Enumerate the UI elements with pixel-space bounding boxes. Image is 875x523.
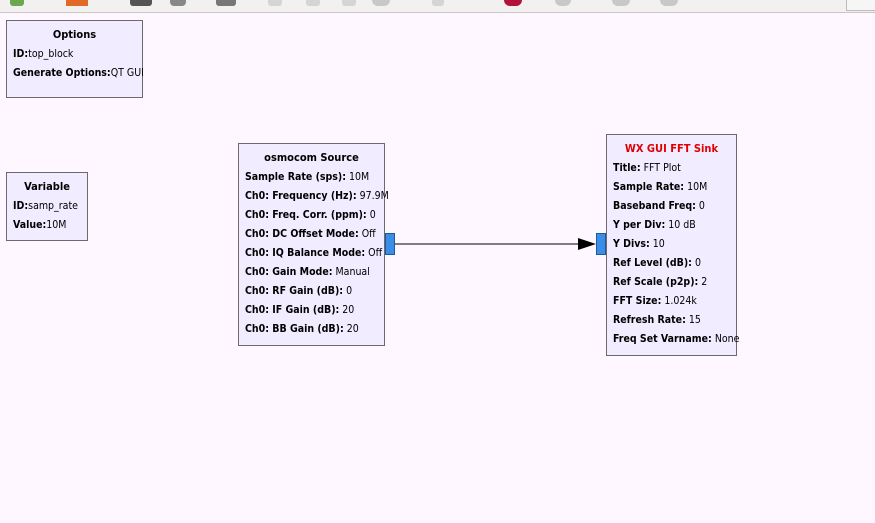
param-value: 0 [694, 257, 701, 269]
flowgraph-canvas[interactable]: Options ID:top_block Generate Options:QT… [0, 12, 875, 523]
param-key: ID: [13, 48, 29, 60]
param-value: 10 dB [668, 219, 696, 231]
param-value: 0 [369, 209, 376, 221]
side-panel-edge [846, 0, 875, 11]
param-value: samp_rate [28, 200, 78, 212]
param-row: Sample Rate: 10M [607, 178, 736, 197]
print-icon[interactable] [170, 0, 186, 6]
param-value: 20 [342, 304, 355, 316]
param-row: Ch0: Freq. Corr. (ppm): 0 [239, 206, 384, 225]
param-key: Value: [13, 219, 47, 231]
block-title: WX GUI FFT Sink [624, 142, 719, 155]
param-value: 97.9M [359, 190, 389, 202]
param-row: Y Divs: 10 [607, 235, 736, 254]
param-key: Y Divs: [613, 238, 650, 250]
param-key: Title: [613, 162, 641, 174]
param-row: Ch0: Gain Mode: Manual [239, 263, 384, 282]
param-key: Generate Options: [13, 67, 111, 79]
execute-icon[interactable] [504, 0, 522, 6]
param-key: Ch0: RF Gain (dB): [245, 285, 344, 297]
save-icon[interactable] [130, 0, 152, 6]
param-key: Ref Level (dB): [613, 257, 692, 269]
param-row: Ch0: IQ Balance Mode: Off [239, 244, 384, 263]
copy-icon[interactable] [216, 0, 236, 6]
param-key: Refresh Rate: [613, 314, 686, 326]
paste-icon[interactable] [268, 0, 282, 6]
osmocom-out-port[interactable] [385, 233, 395, 255]
param-key: Ch0: BB Gain (dB): [245, 323, 344, 335]
redo-icon[interactable] [372, 0, 390, 6]
param-row: Freq Set Varname: None [607, 330, 739, 349]
param-value: Off [368, 247, 383, 259]
param-value: 10 [652, 238, 665, 250]
param-row: Sample Rate (sps): 10M [239, 168, 384, 187]
undo-icon[interactable] [342, 0, 356, 6]
param-value: Off [361, 228, 376, 240]
param-row: Ch0: Frequency (Hz): 97.9M [239, 187, 389, 206]
block-title: osmocom Source [264, 151, 359, 164]
param-row: Ch0: RF Gain (dB): 0 [239, 282, 384, 301]
options-block[interactable]: Options ID:top_block Generate Options:QT… [6, 20, 144, 98]
refresh-icon[interactable] [555, 0, 571, 6]
zoom-icon[interactable] [660, 0, 678, 6]
kill-icon[interactable] [432, 0, 444, 6]
param-key: Sample Rate: [613, 181, 685, 193]
param-value: top_block [28, 48, 74, 60]
param-key: Ch0: IF Gain (dB): [245, 304, 340, 316]
param-key: Y per Div: [613, 219, 666, 231]
param-value: 10M [349, 171, 370, 183]
param-row: Ch0: BB Gain (dB): 20 [239, 320, 384, 339]
param-key: FFT Size: [613, 295, 662, 307]
param-row: Baseband Freq: 0 [607, 197, 736, 216]
param-key: Ch0: IQ Balance Mode: [245, 247, 366, 259]
param-key: Ref Scale (p2p): [613, 276, 699, 288]
param-value: QT GUI [110, 67, 144, 79]
param-key: Baseband Freq: [613, 200, 696, 212]
param-value: 10M [687, 181, 708, 193]
param-value: Manual [335, 266, 370, 278]
toolbar [0, 0, 875, 13]
param-key: Sample Rate (sps): [245, 171, 346, 183]
fft-in-port[interactable] [596, 233, 606, 255]
param-row: Refresh Rate: 15 [607, 311, 736, 330]
param-key: Freq Set Varname: [613, 333, 712, 345]
param-row: Value:10M [7, 216, 87, 235]
param-key: Ch0: DC Offset Mode: [245, 228, 359, 240]
find-icon[interactable] [612, 0, 630, 6]
param-value: 20 [346, 323, 359, 335]
param-row: Title: FFT Plot [607, 159, 736, 178]
param-row: Generate Options:QT GUI [7, 64, 144, 83]
add-icon[interactable] [10, 0, 24, 6]
param-value: None [714, 333, 740, 345]
fft-sink-block[interactable]: WX GUI FFT Sink Title: FFT Plot Sample R… [606, 134, 739, 356]
param-row: Ref Scale (p2p): 2 [607, 273, 736, 292]
param-row: ID:samp_rate [7, 197, 87, 216]
stop-icon[interactable] [66, 0, 88, 6]
block-title: Variable [24, 180, 70, 193]
param-value: 2 [701, 276, 708, 288]
param-row: Ref Level (dB): 0 [607, 254, 736, 273]
delete-icon[interactable] [306, 0, 320, 6]
param-value: 0 [698, 200, 705, 212]
param-value: 15 [688, 314, 701, 326]
param-value: 10M [46, 219, 67, 231]
param-value: 0 [346, 285, 353, 297]
param-row: FFT Size: 1.024k [607, 292, 736, 311]
variable-block[interactable]: Variable ID:samp_rate Value:10M [6, 172, 88, 241]
param-key: ID: [13, 200, 29, 212]
connection-arrow-icon [578, 238, 596, 250]
param-key: Ch0: Frequency (Hz): [245, 190, 357, 202]
param-row: ID:top_block [7, 45, 142, 64]
osmocom-source-block[interactable]: osmocom Source Sample Rate (sps): 10M Ch… [238, 143, 389, 346]
param-value: FFT Plot [643, 162, 681, 174]
param-value: 1.024k [664, 295, 697, 307]
param-row: Ch0: DC Offset Mode: Off [239, 225, 384, 244]
param-key: Ch0: Freq. Corr. (ppm): [245, 209, 367, 221]
block-title: Options [52, 28, 97, 41]
param-row: Y per Div: 10 dB [607, 216, 736, 235]
param-key: Ch0: Gain Mode: [245, 266, 333, 278]
param-row: Ch0: IF Gain (dB): 20 [239, 301, 384, 320]
